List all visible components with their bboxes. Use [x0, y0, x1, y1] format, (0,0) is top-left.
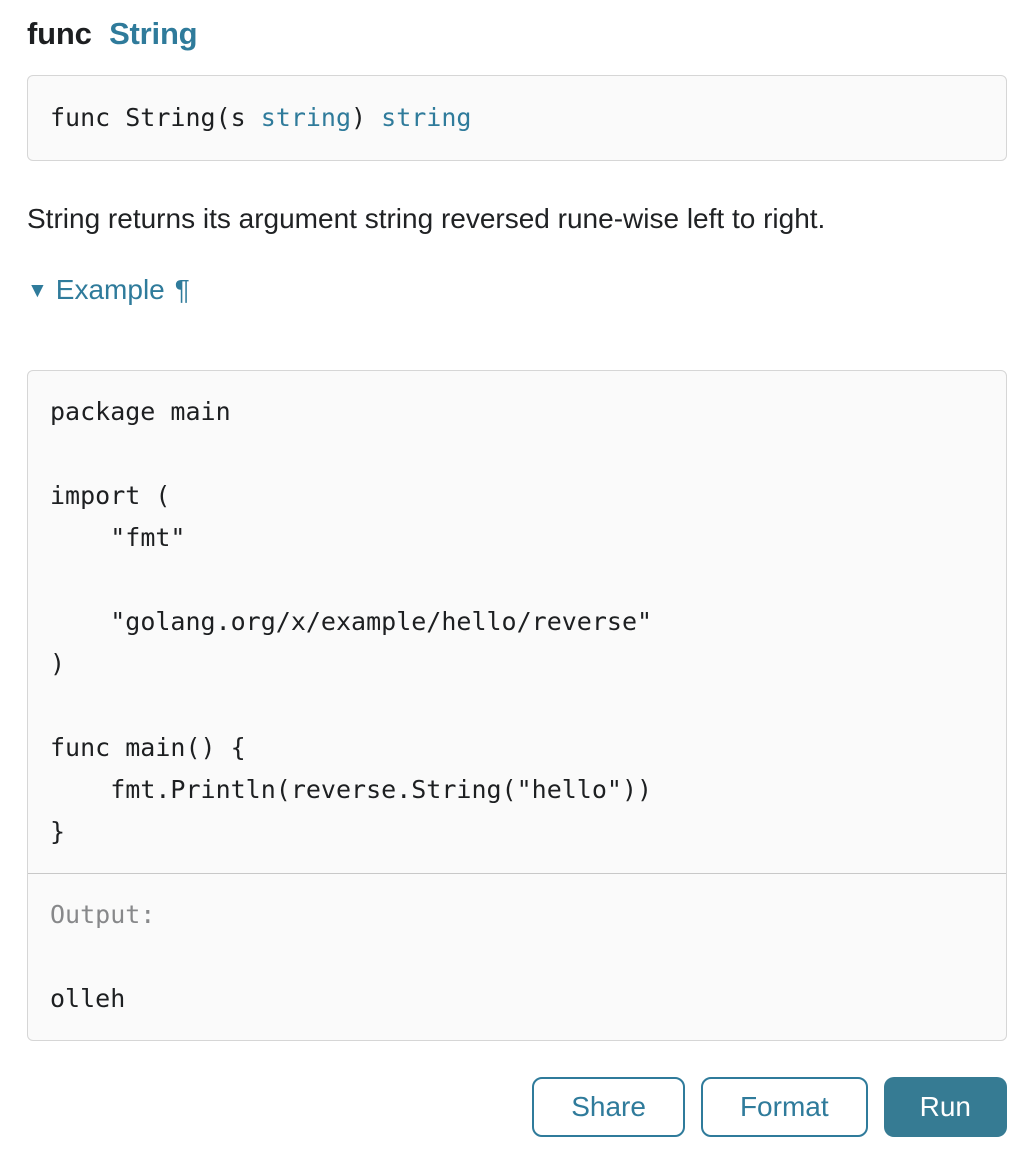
share-button[interactable]: Share [532, 1077, 685, 1137]
collapse-triangle-icon[interactable]: ▼ [27, 278, 48, 302]
section-anchor-pilcrow-icon[interactable]: ¶ [174, 274, 190, 305]
format-button[interactable]: Format [700, 1077, 868, 1137]
run-button[interactable]: Run [883, 1077, 1007, 1137]
signature-text: func String(s [50, 103, 261, 132]
code-editor[interactable]: package main import ( "fmt" "golang.org/… [50, 397, 653, 846]
function-description: String returns its argument string rever… [27, 203, 826, 234]
signature-text: ) [351, 103, 382, 132]
heading-function-link[interactable]: String [109, 16, 198, 51]
function-heading: func String [27, 14, 1007, 54]
heading-keyword: func [27, 16, 92, 51]
param-type-link[interactable]: string [260, 103, 352, 132]
output-value: olleh [50, 984, 126, 1013]
return-type-link[interactable]: string [381, 103, 472, 132]
playground-button-row: Share Format Run [27, 1077, 1007, 1165]
example-playground: package main import ( "fmt" "golang.org/… [27, 370, 1007, 1041]
function-signature-box: func String(s string) string [27, 75, 1007, 161]
example-label[interactable]: Example [55, 274, 165, 305]
function-signature-code: func String(s string) string [50, 102, 984, 134]
example-toggle[interactable]: ▼ Example ¶ [27, 274, 1007, 306]
output-section: Output: olleh [28, 873, 1006, 1040]
output-label: Output: [50, 900, 156, 929]
